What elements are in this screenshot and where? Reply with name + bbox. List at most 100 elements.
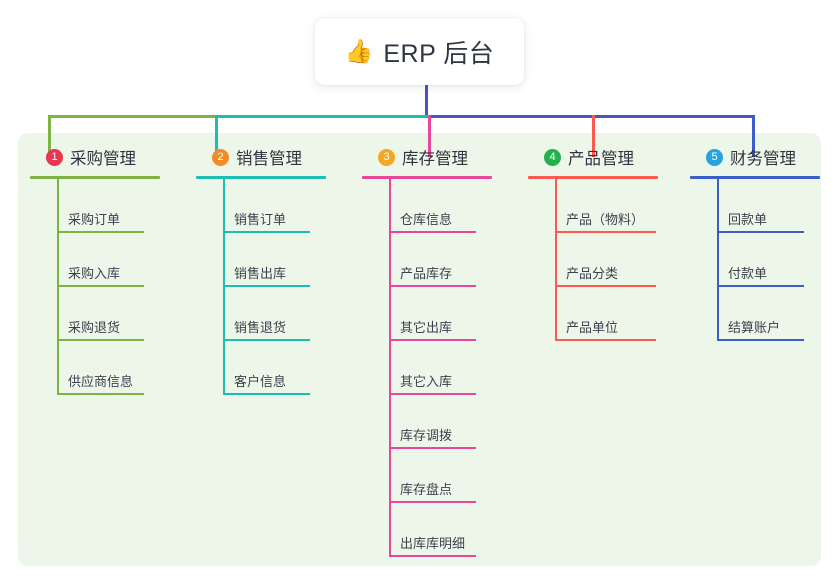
branch-item-label: 其它出库	[400, 320, 453, 335]
branch-spine	[57, 179, 59, 395]
branch-item-label: 产品单位	[566, 320, 619, 335]
page-title: ERP 后台	[383, 39, 495, 68]
branch-item-underline	[58, 393, 144, 395]
branch-item-underline	[58, 231, 144, 233]
branch-item[interactable]: 销售订单	[196, 179, 344, 233]
branch-item-underline	[58, 285, 144, 287]
branch-drop-3	[428, 115, 431, 157]
branch-item-label: 结算账户	[728, 320, 781, 335]
branch-item-label: 采购退货	[68, 320, 121, 335]
root-stem	[425, 84, 428, 118]
branch-item-underline	[718, 231, 804, 233]
branch-underline	[690, 176, 820, 179]
branch-drop-2	[215, 115, 218, 157]
branch-spine	[223, 179, 225, 395]
bus-segment-3	[428, 115, 755, 118]
branch-item-label: 出库库明细	[400, 536, 466, 551]
branch-drop-4	[592, 115, 595, 157]
branch-title: 销售管理	[236, 150, 302, 168]
branch-item-label: 销售订单	[234, 212, 287, 227]
branch-item-underline	[390, 339, 476, 341]
branch-item-underline	[390, 501, 476, 503]
branch-item[interactable]: 结算账户	[690, 287, 820, 341]
branch-item-underline	[58, 339, 144, 341]
thumbs-up-icon: 👍	[344, 38, 374, 64]
branch-title: 采购管理	[70, 150, 136, 168]
branch-header[interactable]: 3 库存管理	[362, 145, 510, 169]
branch-item-list: 回款单付款单结算账户	[690, 179, 820, 341]
branch-item-label: 采购订单	[68, 212, 121, 227]
branch-item[interactable]: 回款单	[690, 179, 820, 233]
branch-underline	[528, 176, 658, 179]
branch-underline	[196, 176, 326, 179]
branch-column-3: 3 库存管理仓库信息产品库存其它出库其它入库库存调拨库存盘点出库库明细	[362, 145, 510, 557]
branch-column-2: 2 销售管理销售订单销售出库销售退货客户信息	[196, 145, 344, 395]
branch-item[interactable]: 出库库明细	[362, 503, 510, 557]
branch-drop-1	[48, 115, 51, 157]
branch-spine	[389, 179, 391, 557]
branch-item-label: 客户信息	[234, 374, 287, 389]
branch-item-label: 付款单	[728, 266, 768, 281]
branch-item-underline	[224, 393, 310, 395]
branch-spine	[717, 179, 719, 341]
branch-item-underline	[390, 555, 476, 557]
branch-underline	[362, 176, 492, 179]
branch-title: 财务管理	[730, 150, 796, 168]
branch-item[interactable]: 产品单位	[528, 287, 676, 341]
branch-item[interactable]: 产品分类	[528, 233, 676, 287]
branch-item-label: 产品（物料）	[566, 212, 645, 227]
branch-title: 库存管理	[402, 150, 468, 168]
branch-item[interactable]: 仓库信息	[362, 179, 510, 233]
branch-item-underline	[556, 339, 656, 341]
branch-item[interactable]: 产品库存	[362, 233, 510, 287]
branch-item-list: 销售订单销售出库销售退货客户信息	[196, 179, 344, 395]
branch-item-underline	[390, 393, 476, 395]
branch-item[interactable]: 其它入库	[362, 341, 510, 395]
branch-item-label: 仓库信息	[400, 212, 453, 227]
root-node-card[interactable]: 👍 ERP 后台	[315, 18, 524, 85]
branch-drop-5	[752, 115, 755, 157]
branch-item-underline	[390, 285, 476, 287]
branch-item[interactable]: 采购入库	[30, 233, 178, 287]
branch-item-list: 采购订单采购入库采购退货供应商信息	[30, 179, 178, 395]
branch-item-underline	[718, 339, 804, 341]
branch-item-label: 库存盘点	[400, 482, 453, 497]
branch-item[interactable]: 客户信息	[196, 341, 344, 395]
branch-header[interactable]: 2 销售管理	[196, 145, 344, 169]
branch-item-label: 销售退货	[234, 320, 287, 335]
branch-item[interactable]: 库存盘点	[362, 449, 510, 503]
branch-item-label: 产品分类	[566, 266, 619, 281]
branch-item[interactable]: 采购订单	[30, 179, 178, 233]
branch-number-badge: 4	[544, 148, 561, 166]
branch-item[interactable]: 采购退货	[30, 287, 178, 341]
branch-item[interactable]: 销售出库	[196, 233, 344, 287]
branches-panel	[18, 133, 821, 566]
branch-item[interactable]: 供应商信息	[30, 341, 178, 395]
branch-item-underline	[224, 339, 310, 341]
branch-item-label: 采购入库	[68, 266, 121, 281]
branch-item-label: 库存调拨	[400, 428, 453, 443]
branch-item[interactable]: 销售退货	[196, 287, 344, 341]
branch-item-underline	[556, 231, 656, 233]
branch-item[interactable]: 其它出库	[362, 287, 510, 341]
branch-item-underline	[224, 231, 310, 233]
branch-number-badge: 3	[378, 148, 395, 166]
bus-segment-2	[215, 115, 431, 118]
branch-item[interactable]: 库存调拨	[362, 395, 510, 449]
branch-item[interactable]: 付款单	[690, 233, 820, 287]
branch-item[interactable]: 产品（物料）	[528, 179, 676, 233]
branch-item-list: 产品（物料） 产品分类产品单位	[528, 179, 676, 341]
branch-item-label: 销售出库	[234, 266, 287, 281]
branch-item-underline	[390, 231, 476, 233]
branch-item-label: 供应商信息	[68, 374, 134, 389]
branch-underline	[30, 176, 160, 179]
branch-number-badge: 2	[212, 148, 229, 166]
branch-item-label: 回款单	[728, 212, 768, 227]
